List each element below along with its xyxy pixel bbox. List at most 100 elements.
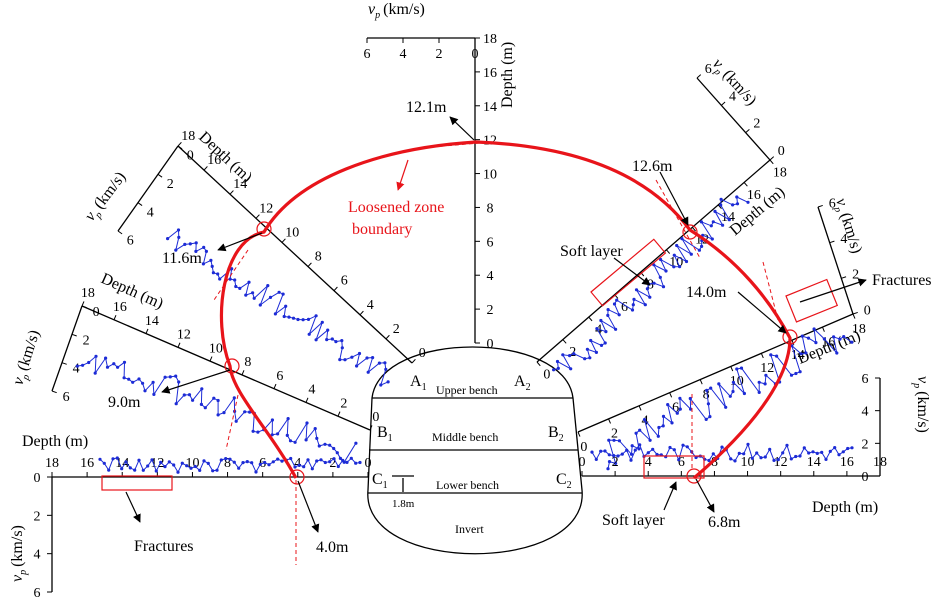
soft-layer-box-low-right [643, 455, 705, 479]
ul-vp-tick-label: 4 [147, 205, 154, 220]
label-fractures-1: Fractures [134, 538, 194, 555]
lr-point [638, 443, 642, 447]
mr-depth-tick [760, 353, 764, 359]
lr-point [750, 456, 754, 460]
ul-depth-tick-label: 12 [259, 201, 273, 216]
ml-point [163, 375, 167, 379]
ml-point [216, 413, 220, 417]
mr-point [642, 418, 647, 422]
ml-point [122, 376, 126, 380]
lr-point [815, 451, 819, 455]
ul-vp-tick-label: 6 [127, 234, 134, 249]
top-depth-tick-label: 16 [483, 66, 497, 81]
ul-point [314, 338, 318, 342]
ur-point [672, 253, 676, 257]
arrow-fractures-1 [125, 491, 141, 523]
lr-depth-tick-label: 2 [612, 455, 619, 470]
ul-depth-tick-label: 18 [181, 129, 195, 144]
mr-depth-tick [821, 326, 825, 332]
mr-point [670, 421, 674, 425]
ll-depth-title: Depth (m) [22, 433, 88, 450]
ul-point [377, 361, 381, 365]
ml-depth-tick [177, 342, 181, 348]
lr-vp-title: vp(km/s) [911, 376, 931, 433]
ll-point [293, 465, 297, 469]
ul-depth-title: Depth (m) [195, 128, 255, 186]
ul-vp-tick [177, 145, 183, 150]
lr-point [672, 448, 676, 452]
point-c2: C2 [556, 471, 572, 491]
ul-depth-tick-label: 4 [367, 298, 374, 313]
ul-point [194, 241, 198, 245]
lr-vp-tick-label: 6 [862, 372, 869, 387]
mr-point [757, 380, 761, 384]
lr-point [625, 448, 629, 452]
marker-mid-right [782, 329, 798, 345]
ur-point [675, 243, 679, 248]
ll-point [172, 463, 176, 467]
ur-point [552, 368, 556, 372]
ml-point [112, 362, 116, 366]
upper-bench-label: Upper bench [436, 383, 498, 397]
mr-depth-tick-label: 8 [703, 387, 710, 402]
ml-point [203, 406, 207, 410]
ur-point [604, 330, 608, 334]
ur-point [617, 313, 621, 317]
lr-point [759, 456, 763, 460]
ml-vp-tick-label: 6 [63, 390, 70, 405]
lr-vp-tick-label: 2 [862, 437, 869, 452]
ur-point [746, 200, 750, 204]
ul-point [287, 315, 291, 319]
ur-depth-tick [536, 361, 541, 367]
ml-point [87, 360, 91, 365]
label-soft-layer-1: Soft layer [560, 243, 623, 260]
ml-vp-tick-label: 4 [73, 362, 80, 377]
mr-point [656, 434, 660, 438]
ul-point [291, 316, 296, 320]
ul-point [202, 245, 206, 249]
ur-depth-tick-label: 0 [543, 367, 550, 382]
ml-point [177, 380, 181, 384]
mr-point [832, 335, 836, 339]
lr-depth-tick-label: 8 [711, 455, 718, 470]
ll-point [150, 458, 154, 462]
ml-depth-tick-label: 16 [113, 300, 127, 315]
mr-point [704, 417, 708, 421]
mr-vp-tick [829, 240, 835, 244]
ur-point [583, 357, 587, 361]
offset-label: 1.8m [392, 498, 415, 510]
ml-point [305, 421, 309, 425]
ml-point [248, 410, 252, 414]
ll-point [302, 465, 306, 469]
ur-point [568, 354, 572, 358]
ul-depth-tick-label: 8 [315, 250, 322, 265]
ul-point [238, 286, 242, 290]
ll-point [250, 461, 254, 465]
label-9-0m: 9.0m [108, 394, 141, 411]
ll-point [198, 468, 202, 472]
mr-depth-tick-label: 14 [791, 348, 805, 363]
lr-depth-tick-label: 16 [840, 455, 854, 470]
lr-point [841, 450, 845, 454]
marker-upper-right [682, 224, 698, 240]
ml-point [315, 436, 319, 440]
ll-point [241, 461, 245, 465]
ll-point [354, 461, 358, 465]
ul-depth-tick-label: 10 [285, 225, 299, 240]
ur-depth-tick-label: 4 [595, 322, 602, 337]
ur-point [713, 209, 717, 213]
mr-point [806, 336, 811, 340]
ur-point [711, 220, 715, 224]
ur-point [658, 275, 662, 279]
lr-point [603, 449, 607, 453]
ur-depth-axis [536, 159, 771, 363]
arrow-zone-label [396, 159, 409, 191]
ll-point [228, 457, 232, 461]
mr-point [757, 390, 761, 394]
mr-point [731, 389, 735, 394]
ul-point [216, 272, 220, 276]
ll-point [254, 470, 258, 474]
ll-point [202, 459, 206, 463]
ul-point [218, 277, 222, 281]
ll-point [115, 456, 119, 460]
